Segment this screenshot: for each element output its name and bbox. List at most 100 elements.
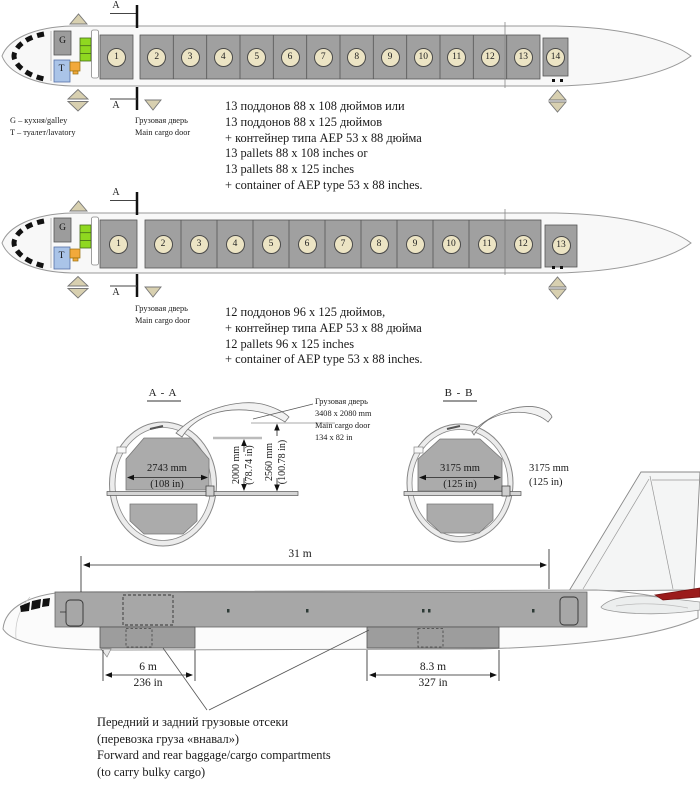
bb-ext-in: (125 in)	[529, 477, 563, 488]
rudder-hinge-line	[649, 475, 674, 590]
bb-ext-mm: 3175 mm	[529, 463, 569, 474]
aa-width-mm: 2743 mm	[147, 463, 187, 474]
section-a-label-top-1: A	[112, 0, 120, 11]
rear-baggage-bay	[366, 626, 500, 649]
galley-unit-small	[72, 257, 79, 262]
fuselage-top-view-1	[1, 5, 692, 113]
section-a-label-bottom-2: A	[112, 287, 120, 298]
bb-dimension-arrows	[419, 474, 501, 481]
aa-height1-in: (78.74 in)	[244, 445, 255, 485]
pallet-dividers	[180, 220, 506, 268]
horizontal-stabilizer	[654, 587, 700, 601]
section-a-marks	[110, 5, 139, 110]
door-mark	[560, 79, 563, 82]
legend-galley: G – кухня/galley	[10, 116, 68, 125]
pallet-position-14: 14	[546, 47, 565, 67]
cargo-deck-band	[54, 591, 588, 628]
lower-cargo-section	[426, 503, 494, 534]
galley-box	[53, 30, 72, 56]
total-length-label: 31 m	[288, 548, 312, 560]
door-hinge-mark	[446, 425, 461, 430]
side-dimension-lines	[80, 549, 550, 681]
tailplane	[600, 595, 700, 615]
window-dots	[227, 609, 535, 613]
cargo-floor	[106, 491, 299, 496]
front-door	[65, 599, 84, 627]
aa-height2-mm: 2560 mm	[264, 442, 275, 482]
entry-door-frame	[91, 216, 99, 266]
pallet-position-13: 13	[551, 235, 571, 255]
pallet-position-3: 3	[180, 47, 200, 67]
sidewall-detail	[116, 446, 127, 454]
galley-letter-1: G	[59, 36, 66, 46]
main-cargo-door-side	[122, 594, 174, 626]
pallet-position-5: 5	[247, 47, 267, 67]
door-mark	[552, 266, 555, 269]
bb-width-mm: 3175 mm	[440, 463, 480, 474]
entry-door-frame	[91, 29, 99, 79]
pallet-position-7: 7	[333, 234, 353, 254]
config2-description: 12 поддонов 96 х 125 дюймов, + контейнер…	[225, 305, 423, 367]
lower-cargo-section	[129, 503, 198, 535]
rear-bay-door	[417, 628, 444, 648]
pallet-position-2: 2	[147, 47, 167, 67]
pallet-block-1	[99, 34, 134, 80]
pallet-position-4: 4	[213, 47, 233, 67]
pallet-position-1: 1	[107, 47, 126, 67]
pallet-position-6: 6	[297, 234, 317, 254]
galley-unit	[69, 61, 81, 72]
door-sill-fitting	[501, 485, 511, 497]
side-view-drawing	[2, 471, 700, 711]
door-markers	[66, 200, 567, 300]
aa-height2-in: (100.78 in)	[277, 439, 288, 485]
cargo-door-label-ru-1: Грузовая дверь	[135, 116, 188, 125]
section-aa-drawing	[106, 400, 335, 547]
pallet-position-9: 9	[405, 234, 425, 254]
bb-width-in: (125 in)	[443, 479, 477, 490]
attendant-seats	[79, 37, 92, 62]
pallet-position-12: 12	[480, 47, 500, 67]
aa-height1-mm: 2000 mm	[231, 445, 242, 485]
section-bb-title: B - B	[444, 387, 474, 399]
pallet-position-4: 4	[225, 234, 245, 254]
door-mark	[560, 266, 563, 269]
section-aa-title: A - A	[148, 387, 178, 399]
pallet-position-10: 10	[413, 47, 433, 67]
aa-width-in: (108 in)	[150, 479, 184, 490]
pallet-position-8: 8	[347, 47, 367, 67]
galley-box	[53, 217, 72, 243]
pallet-position-1: 1	[109, 234, 128, 254]
cockpit-windshield-arc	[11, 218, 45, 269]
door-note-leader	[252, 403, 314, 420]
front-bay-in-label: 236 in	[133, 677, 163, 689]
section-a-label-bottom-1: A	[112, 100, 120, 111]
config1-description: 13 поддонов 88 х 108 дюймов или 13 поддо…	[225, 99, 423, 192]
door-mark	[552, 79, 555, 82]
side-dimension-arrows	[83, 562, 547, 678]
pallet-position-3: 3	[189, 234, 209, 254]
cargo-door-label-en-1: Main cargo door	[135, 128, 191, 137]
pallet-position-8: 8	[369, 234, 389, 254]
front-bay-m-label: 6 m	[139, 661, 157, 673]
fin-spar-line	[582, 478, 650, 590]
pallet-position-12: 12	[513, 234, 533, 254]
pallet-position-7: 7	[313, 47, 333, 67]
rear-door	[559, 596, 579, 626]
wing-root-fairing	[100, 648, 112, 658]
legend-lavatory: T – туалет/lavatory	[10, 128, 76, 137]
bays-note: Передний и задний грузовые отсеки (перев…	[97, 715, 331, 779]
door-hinge-mark	[149, 425, 164, 430]
aa-dimension-lines	[134, 430, 278, 485]
galley-unit-small	[72, 70, 79, 75]
section-a-marks	[110, 192, 139, 297]
door-sill-fitting	[205, 485, 215, 497]
pallet-position-11: 11	[477, 234, 497, 254]
aa-dimension-arrows	[127, 423, 280, 492]
door-markers	[66, 13, 567, 113]
pallet-position-10: 10	[441, 234, 461, 254]
pallet-position-6: 6	[280, 47, 300, 67]
aa-door-note: Грузовая дверь 3408 x 2080 mm Main cargo…	[315, 397, 372, 442]
front-baggage-bay	[99, 626, 196, 649]
